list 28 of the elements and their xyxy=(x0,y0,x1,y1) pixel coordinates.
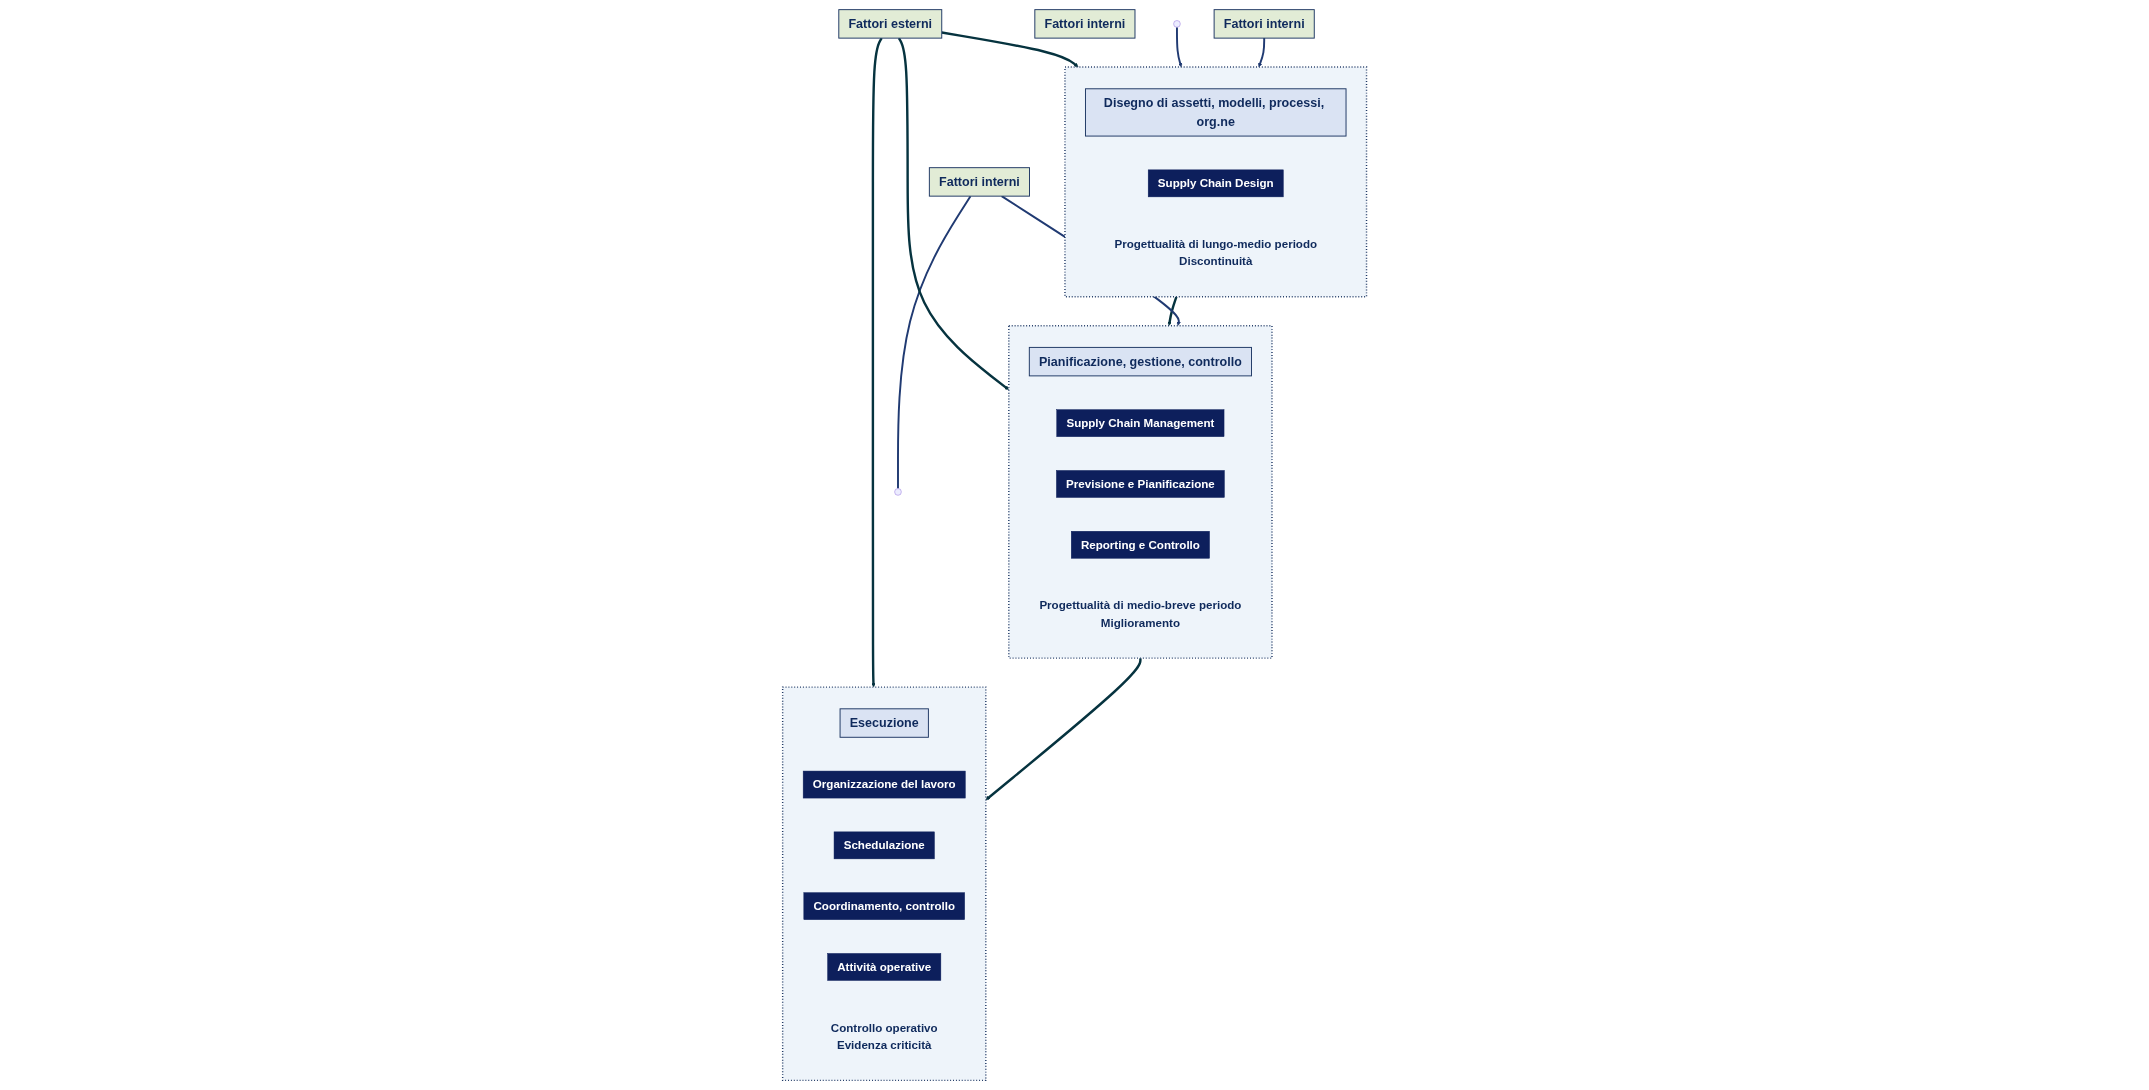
node-box: Supply Chain Management xyxy=(1056,409,1225,437)
arrow xyxy=(1175,26,1183,68)
arrow xyxy=(1258,37,1266,68)
arrow xyxy=(941,31,1079,68)
node-text: Progettualità di lungo-medio periodo Discontinuità xyxy=(1114,237,1317,268)
node-box: Coordinamento, controllo xyxy=(803,892,965,920)
node-box: Supply Chain Design xyxy=(1147,169,1284,198)
node-box: Fattori esterni xyxy=(838,9,943,39)
arrow xyxy=(1167,296,1178,326)
node-box: Esecuzione xyxy=(839,708,929,738)
arrow xyxy=(871,37,883,688)
node-text: Progettualità di medio-breve periodo Miglioramento xyxy=(1039,598,1242,630)
node-box: Fattori interni xyxy=(1213,9,1315,39)
node-box: Reporting e Controllo xyxy=(1070,531,1210,559)
cluster xyxy=(1008,324,1273,659)
node-box: Disegno di assetti, modelli, processi, org.ne xyxy=(1084,88,1347,137)
node-box: Schedulazione xyxy=(833,831,935,860)
node-box: Organizzazione del lavoro xyxy=(802,770,966,799)
arrow xyxy=(897,37,1009,390)
node-text: Controllo operativo Evidenza criticità xyxy=(830,1021,938,1052)
cluster xyxy=(781,686,987,1082)
node-box: Attività operative xyxy=(827,953,941,981)
node-box: Fattori interni xyxy=(1034,9,1136,39)
node-box: Fattori interni xyxy=(928,167,1030,197)
cluster xyxy=(1064,66,1368,298)
arrow xyxy=(985,658,1142,801)
node-box: Previsione e Pianificazione xyxy=(1056,470,1225,498)
node-box: Pianificazione, gestione, controllo xyxy=(1028,346,1252,377)
